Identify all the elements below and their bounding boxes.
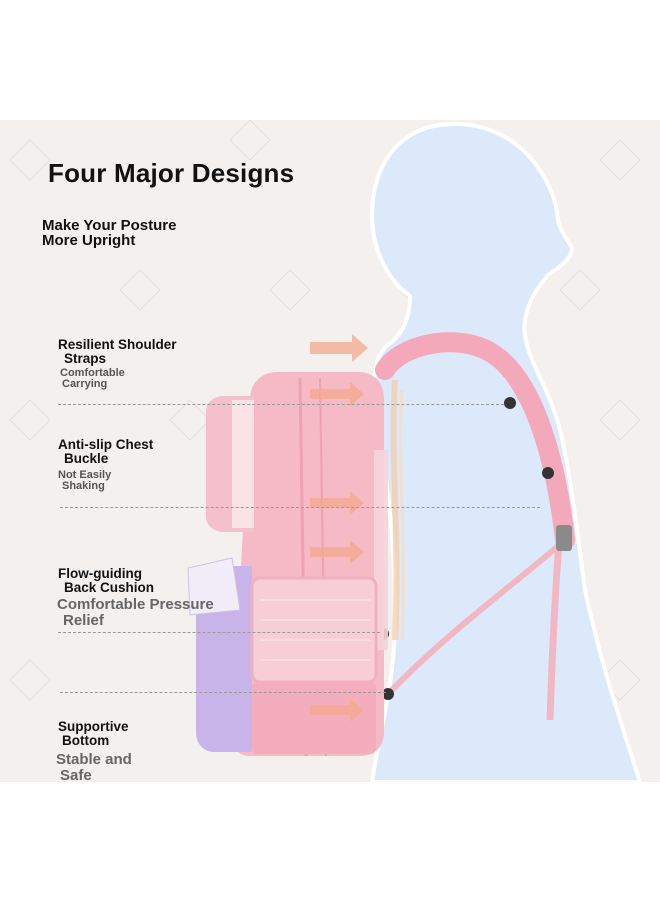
- feature-chest-buckle-heading: Anti-slip Chest Buckle: [58, 438, 153, 466]
- feature-back-cushion-heading: Flow-guiding Back Cushion: [58, 567, 154, 595]
- detail-line: Comfortable Pressure: [57, 596, 214, 613]
- subtitle-line-1: Make Your Posture: [42, 217, 177, 234]
- pointer-line: [58, 632, 380, 633]
- pointer-line: [58, 404, 504, 405]
- side-mesh-pocket: [250, 576, 378, 684]
- heading-line: Straps: [64, 351, 107, 366]
- detail-line: Relief: [63, 612, 104, 629]
- heading-line: Bottom: [62, 733, 110, 748]
- detail-line: Stable and: [56, 751, 132, 768]
- body-silhouette: [369, 121, 643, 782]
- subtitle: Make Your Posture More Upright: [42, 218, 177, 248]
- heading-line: Supportive: [58, 719, 129, 734]
- pointer-line: [60, 692, 386, 693]
- backpack-illustration: [187, 121, 643, 782]
- detail-line: Carrying: [62, 378, 108, 390]
- heading-line: Back Cushion: [64, 580, 155, 595]
- feature-bottom-detail: Stable and Safe: [56, 751, 132, 783]
- shoulder-strap: [375, 332, 575, 550]
- feature-shoulder-straps-heading: Resilient Shoulder Straps: [58, 338, 177, 366]
- detail-line: Comfortable: [60, 367, 125, 379]
- heading-line: Buckle: [64, 451, 109, 466]
- page-title: Four Major Designs: [48, 158, 295, 188]
- subtitle-line-2: More Upright: [42, 232, 136, 249]
- feature-back-cushion-detail: Comfortable Pressure Relief: [57, 597, 214, 629]
- feature-shoulder-straps-detail: Comfortable Carrying: [60, 368, 125, 390]
- feature-bottom-heading: Supportive Bottom: [58, 720, 129, 748]
- heading-line: Resilient Shoulder: [58, 337, 177, 352]
- detail-line: Safe: [60, 767, 92, 783]
- heading-line: Flow-guiding: [58, 566, 142, 581]
- product-panel: Four Major Designs Make Your Posture Mor…: [0, 120, 660, 782]
- detail-line: Not Easily: [58, 469, 112, 481]
- feature-chest-buckle-detail: Not Easily Shaking: [58, 470, 111, 492]
- pointer-line: [60, 507, 540, 508]
- detail-line: Shaking: [62, 480, 105, 492]
- heading-line: Anti-slip Chest: [58, 437, 154, 452]
